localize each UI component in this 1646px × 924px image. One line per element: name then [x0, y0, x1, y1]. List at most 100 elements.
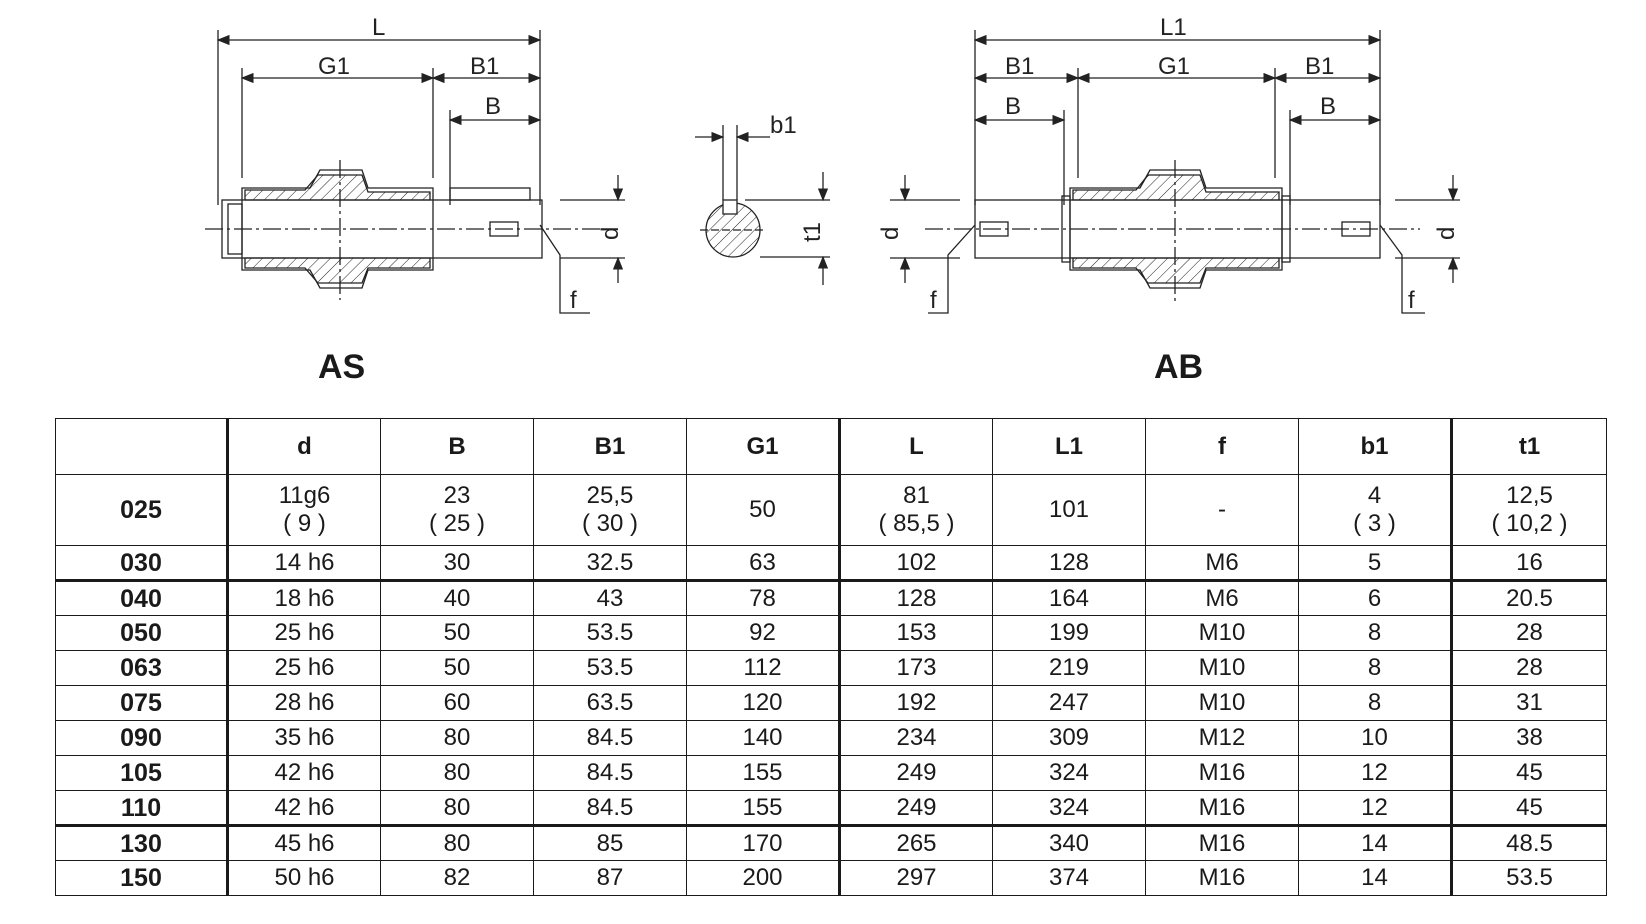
dim-label-B: B [485, 93, 501, 120]
table-cell: 140 [686, 720, 840, 756]
cell-value: 14 [1361, 829, 1388, 857]
table-cell: 324 [992, 755, 1146, 791]
cell-value: 25 h6 [274, 654, 335, 681]
cell-value: 265 [896, 829, 937, 857]
cell-value: 4 [1367, 482, 1382, 509]
cell-value: 31 [1516, 689, 1543, 716]
table-cell: 14 [1298, 824, 1452, 861]
model-cell: 105 [55, 755, 228, 791]
table-cell: 153 [838, 615, 993, 651]
table-cell: 155 [686, 755, 840, 791]
cell-value: ( 25 ) [428, 510, 485, 537]
dim-label-B1-right: B1 [1305, 53, 1334, 80]
table-cell: 80 [380, 824, 534, 861]
cell-value: 374 [1048, 864, 1090, 891]
dim-label-B1: B1 [470, 53, 499, 80]
dim-label-B-right: B [1320, 93, 1336, 120]
cell-value: 8 [1367, 619, 1382, 646]
table-cell: 43 [533, 579, 687, 616]
table-cell: 84.5 [533, 720, 687, 756]
table-cell: M16 [1145, 860, 1299, 896]
cell-value: 199 [1048, 619, 1090, 646]
table-cell: 50 [380, 650, 534, 686]
cell-value: ( 9 ) [283, 510, 326, 537]
cell-value: 53.5 [586, 619, 634, 646]
model-cell: 040 [55, 579, 228, 616]
model-cell: 150 [55, 860, 228, 896]
table-cell: 8 [1298, 615, 1452, 651]
cell-value: 42 h6 [274, 759, 335, 786]
cell-value: 192 [896, 689, 937, 716]
table-cell: 32.5 [533, 545, 687, 581]
column-header: B [380, 418, 534, 475]
cell-value: 5 [1367, 548, 1382, 576]
table-cell: 16 [1450, 545, 1607, 581]
table-cell: 309 [992, 720, 1146, 756]
table-cell: 340 [992, 824, 1146, 861]
table-cell: 84.5 [533, 755, 687, 791]
table-cell: 60 [380, 685, 534, 721]
table-cell: 50 [686, 474, 840, 546]
table-cell: 53.5 [1450, 860, 1607, 896]
table-cell: 200 [686, 860, 840, 896]
cell-value: 84.5 [586, 793, 634, 821]
table-cell: 120 [686, 685, 840, 721]
dim-label-B-left: B [1005, 93, 1021, 120]
ab-view [890, 30, 1460, 314]
dim-label-d-right: d [1433, 227, 1460, 240]
table-cell: 128 [838, 579, 993, 616]
cell-value: M10 [1198, 619, 1246, 646]
cell-value: 78 [749, 584, 776, 612]
column-header: L [838, 418, 993, 475]
cell-value: 45 [1516, 759, 1543, 786]
cell-value: M10 [1198, 654, 1246, 681]
cell-value: 63 [749, 548, 776, 576]
cell-value: 82 [443, 864, 471, 891]
cell-value: 112 [743, 654, 782, 681]
shaft-drawing: L G1 B1 B d f b1 t1 [205, 14, 1460, 314]
cell-value: 101 [1048, 496, 1090, 523]
cell-value: 53.5 [586, 654, 634, 681]
table-cell: 12 [1298, 755, 1452, 791]
cell-value: 84.5 [586, 724, 634, 751]
cell-value: M16 [1198, 759, 1246, 786]
table-cell: 170 [686, 824, 840, 861]
cell-value: 48.5 [1506, 829, 1553, 857]
cell-value: 14 h6 [274, 548, 335, 576]
cell-value: 16 [1516, 548, 1543, 576]
cell-value: 84.5 [586, 759, 634, 786]
table-cell: 28 [1450, 650, 1607, 686]
model-cell: 130 [55, 824, 228, 861]
table-cell: M10 [1145, 685, 1299, 721]
table-cell: 6 [1298, 579, 1452, 616]
cell-value: 297 [896, 864, 937, 891]
model-cell: 063 [55, 650, 228, 686]
cell-value: 32.5 [586, 548, 634, 576]
table-cell: 28 [1450, 615, 1607, 651]
table-cell: - [1145, 474, 1299, 546]
table-cell: 25 h6 [226, 615, 381, 651]
table-cell: M16 [1145, 824, 1299, 861]
table-cell: 78 [686, 579, 840, 616]
cell-value: 155 [742, 793, 783, 821]
cell-value: 28 h6 [274, 689, 335, 716]
cell-value: 28 [1516, 619, 1543, 646]
table-cell: 63.5 [533, 685, 687, 721]
cell-value: 170 [742, 829, 783, 857]
dim-label-d: d [597, 227, 624, 240]
table-cell: 31 [1450, 685, 1607, 721]
dim-label-b1: b1 [770, 112, 797, 139]
table-cell: 4( 3 ) [1298, 474, 1452, 546]
cell-value: 30 [443, 548, 471, 576]
table-cell: M16 [1145, 755, 1299, 791]
table-cell: 12 [1298, 790, 1452, 826]
column-header: B1 [533, 418, 687, 475]
table-cell: 374 [992, 860, 1146, 896]
table-cell: 249 [838, 790, 993, 826]
table-cell: 42 h6 [226, 755, 381, 791]
